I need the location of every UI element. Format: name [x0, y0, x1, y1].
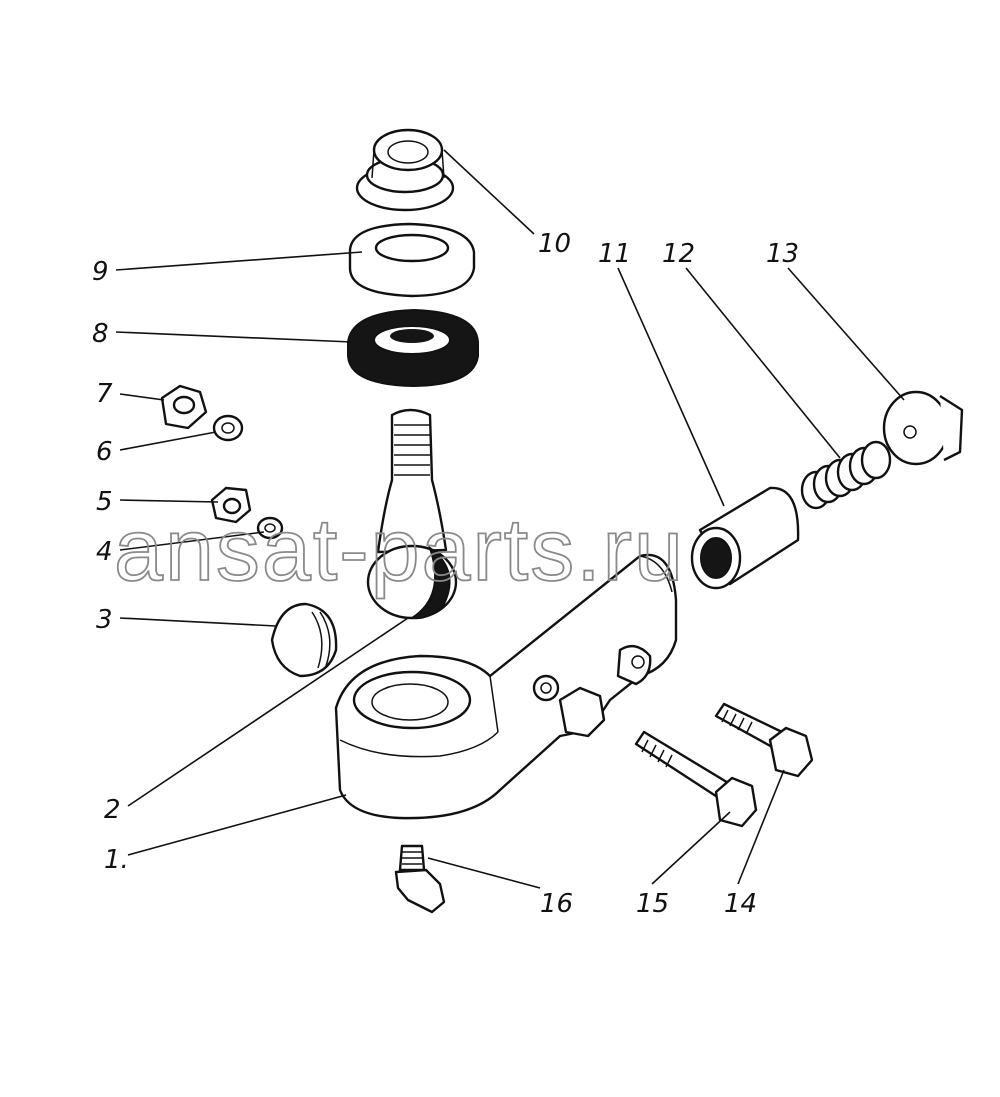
- part-13-plug: [882, 390, 964, 466]
- callout-1: 1.: [104, 845, 129, 875]
- leader-9: [115, 251, 363, 271]
- callout-labels: 1. 2 3 4 5 6 7 8 9 10 11 12 13 14 15 16: [92, 229, 799, 919]
- leader-8: [115, 331, 353, 343]
- leader-5: [119, 499, 219, 503]
- callout-5: 5: [96, 487, 113, 517]
- leader-12: [685, 267, 841, 459]
- callout-12: 12: [662, 239, 695, 269]
- leader-10: [443, 149, 535, 235]
- leader-14: [737, 769, 785, 885]
- callout-4: 4: [96, 537, 113, 567]
- part-6-washer: [212, 414, 244, 442]
- callout-16: 16: [540, 889, 573, 919]
- callout-13: 13: [766, 239, 799, 269]
- part-8-seal: [347, 308, 479, 388]
- callout-8: 8: [92, 319, 109, 349]
- callout-3: 3: [96, 605, 113, 635]
- watermark-text: ansat-parts.ru: [114, 500, 685, 599]
- part-15-bolt: [634, 730, 758, 828]
- part-7-castle-nut: [160, 384, 208, 430]
- part-4-washer: [256, 516, 284, 540]
- part-9-washer: [348, 222, 476, 298]
- ball-pin: [366, 408, 458, 620]
- part-10-bushing: [355, 128, 455, 212]
- leader-4: [119, 531, 265, 551]
- part-1-lever-body: [334, 553, 678, 820]
- callout-10: 10: [538, 229, 571, 259]
- callout-11: 11: [598, 239, 631, 269]
- callout-6: 6: [96, 437, 113, 467]
- part-16-grease-fitting: [394, 844, 446, 914]
- leader-15: [651, 811, 731, 885]
- part-14-bolt: [714, 702, 814, 778]
- leader-16: [427, 857, 541, 889]
- leader-13: [787, 267, 905, 401]
- callout-14: 14: [724, 889, 757, 919]
- leader-6: [119, 431, 217, 451]
- leader-lines: [115, 149, 905, 889]
- leader-3: [119, 617, 277, 627]
- leader-7: [119, 393, 165, 401]
- part-3-cap: [270, 602, 338, 678]
- part-5-nut: [210, 486, 252, 524]
- callout-9: 9: [92, 257, 109, 287]
- part-11-sleeve: [690, 486, 800, 590]
- leader-2: [127, 617, 409, 807]
- leader-1: [127, 794, 347, 856]
- callout-15: 15: [636, 889, 669, 919]
- part-12-spring: [800, 440, 892, 510]
- callout-2: 2: [104, 795, 121, 825]
- callout-7: 7: [96, 379, 113, 409]
- leader-11: [617, 267, 725, 507]
